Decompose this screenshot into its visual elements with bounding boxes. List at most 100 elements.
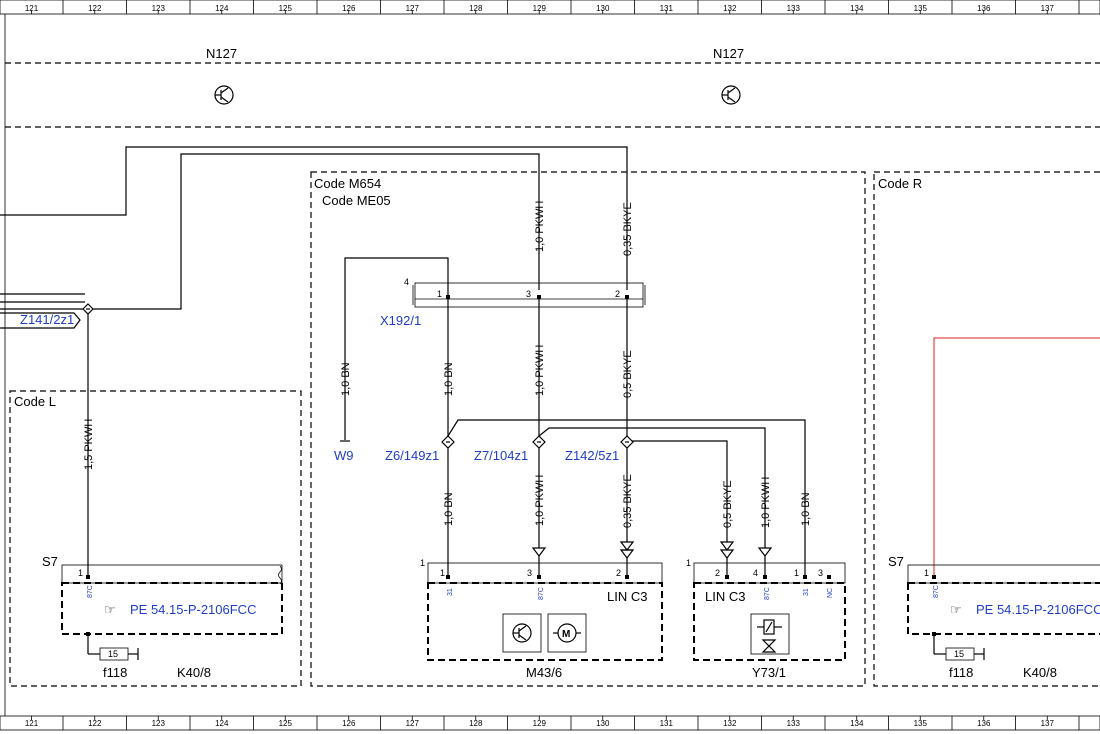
m43-pin-2: 2 xyxy=(616,568,621,578)
left-fuse-label: f118 xyxy=(103,665,127,680)
right-fuse-label: f118 xyxy=(949,665,973,680)
left-pin: 1 xyxy=(78,568,83,578)
left-reference-link[interactable]: PE 54.15-P-2106FCC xyxy=(130,602,256,617)
ruler-column-label: 128 xyxy=(469,4,483,13)
wire-label: 0,35 BKYE xyxy=(622,202,634,256)
m43-lin-label: LIN C3 xyxy=(607,589,647,604)
right-s7-label: S7 xyxy=(888,554,904,569)
left-k40-component xyxy=(61,564,283,636)
y73-label: Y73/1 xyxy=(752,665,786,680)
ruler-column-label: 128 xyxy=(469,719,483,728)
ruler-column-label: 132 xyxy=(723,4,737,13)
m43-label: M43/6 xyxy=(526,665,562,680)
ruler-column-label: 125 xyxy=(279,4,293,13)
ruler-column-label: 135 xyxy=(914,4,928,13)
y73-pin-1: 1 xyxy=(794,568,799,578)
ruler-column-label: 132 xyxy=(723,719,737,728)
ruler-column-label: 124 xyxy=(215,719,229,728)
ruler-column-label: 130 xyxy=(596,719,610,728)
svg-text:M: M xyxy=(562,629,570,640)
ruler-column-label: 135 xyxy=(914,719,928,728)
splice-icon xyxy=(82,303,94,315)
left-k40-label: K40/8 xyxy=(177,665,211,680)
code-m654-label: Code M654 xyxy=(314,176,381,191)
connector-x192-label[interactable]: X192/1 xyxy=(380,313,421,328)
wire-label: 0,5 BKYE xyxy=(722,480,734,528)
y73-component xyxy=(693,562,846,661)
connector-w9-label[interactable]: W9 xyxy=(334,448,354,463)
wire-label: 1,0 PKWH xyxy=(534,475,546,526)
right-reference-link[interactable]: PE 54.15-P-2106FCC xyxy=(976,602,1100,617)
connector-x192 xyxy=(412,282,646,308)
plug-arrow-icon xyxy=(531,541,773,559)
wire-label: 1,0 BN xyxy=(443,492,455,526)
ruler-column-label: 127 xyxy=(406,4,420,13)
m43-component xyxy=(427,562,663,661)
wire-label: 1,5 PKWH xyxy=(83,419,95,470)
fuse-icon xyxy=(88,647,139,661)
transistor-icon xyxy=(721,85,741,105)
y73-pin-code-87c: 87C xyxy=(764,587,771,600)
code-l-box xyxy=(9,390,302,687)
connector-z7-label[interactable]: Z7/104z1 xyxy=(474,448,528,463)
ruler-column-label: 124 xyxy=(215,4,229,13)
right-fuse-pin: 15 xyxy=(954,649,964,659)
y73-pin-code-31: 31 xyxy=(803,588,810,596)
wire-labels: 1,0 PKWH 0,35 BKYE 1,5 PKWH 1,0 BN 1,0 B… xyxy=(83,201,812,528)
splice-icon xyxy=(532,435,546,449)
valve-icon xyxy=(750,613,790,655)
y73-pin-3: 3 xyxy=(818,568,823,578)
y73-pin-4: 4 xyxy=(753,568,758,578)
ruler-column-label: 134 xyxy=(850,719,864,728)
hand-pointer-icon: ☞ xyxy=(104,602,116,617)
left-fuse-pin: 15 xyxy=(108,649,118,659)
m43-pin-3: 3 xyxy=(527,568,532,578)
code-l-label: Code L xyxy=(14,394,56,409)
ruler-column-label: 129 xyxy=(533,719,547,728)
y73-pin-2: 2 xyxy=(715,568,720,578)
fuse-icon xyxy=(934,647,985,661)
middle-wires xyxy=(87,299,935,654)
wire-label: 0,35 BKYE xyxy=(622,474,634,528)
ruler-column-label: 122 xyxy=(88,4,102,13)
ruler-column-label: 122 xyxy=(88,719,102,728)
ruler-column-label: 133 xyxy=(787,4,801,13)
m43-pin-code-31: 31 xyxy=(447,588,454,596)
x192-pin-count: 4 xyxy=(404,277,409,287)
splice-icon xyxy=(620,435,634,449)
ruler-column-label: 126 xyxy=(342,719,356,728)
y73-pin-code-nc: NC xyxy=(827,588,834,598)
ruler-column-label: 131 xyxy=(660,4,674,13)
ruler-column-label: 137 xyxy=(1041,4,1055,13)
wire-label: 0,5 BKYE xyxy=(622,350,634,398)
ruler-column-label: 125 xyxy=(279,719,293,728)
ruler-column-label: 129 xyxy=(533,4,547,13)
wire-label: 1,0 BN xyxy=(443,362,455,396)
m43-pin-1: 1 xyxy=(440,568,445,578)
ruler-column-label: 131 xyxy=(660,719,674,728)
wire-label: 1,0 BN xyxy=(800,492,812,526)
right-k40-label: K40/8 xyxy=(1023,665,1057,680)
ruler-column-label: 123 xyxy=(152,4,166,13)
n127-label-2: N127 xyxy=(713,46,744,61)
transistor-icon xyxy=(502,613,542,653)
splice-icon xyxy=(441,435,455,449)
connector-z6-label[interactable]: Z6/149z1 xyxy=(385,448,439,463)
wire-label: 1,0 PKWH xyxy=(534,345,546,396)
code-r-box xyxy=(873,171,1100,687)
red-wire xyxy=(933,337,1100,578)
left-pin-code: 87C xyxy=(87,585,94,598)
x192-pin-3: 3 xyxy=(526,289,531,299)
wire-label: 1,0 BN xyxy=(340,362,352,396)
y73-lin-label: LIN C3 xyxy=(705,589,745,604)
ruler-column-label: 136 xyxy=(977,719,991,728)
ruler-column-label: 133 xyxy=(787,719,801,728)
connector-z141-label[interactable]: Z141/2z1 xyxy=(20,312,74,327)
connector-z142-label[interactable]: Z142/5z1 xyxy=(565,448,619,463)
code-me05-label: Code ME05 xyxy=(322,193,391,208)
code-m654-box xyxy=(310,171,866,687)
right-k40-component xyxy=(907,564,1100,636)
ruler-column-label: 134 xyxy=(850,4,864,13)
